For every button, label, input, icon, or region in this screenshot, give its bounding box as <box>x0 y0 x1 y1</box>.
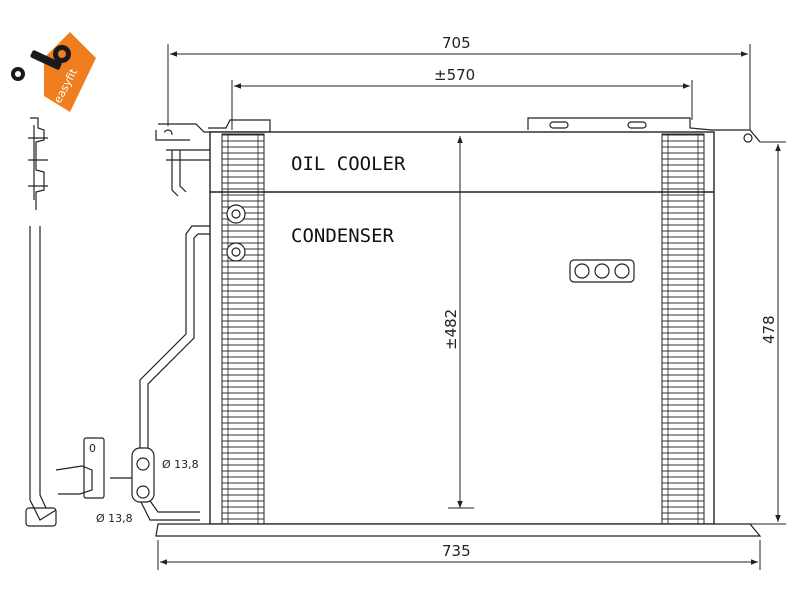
hole-spacing-dim: ±570 <box>434 66 475 84</box>
overall-width-dim: 705 <box>442 34 471 52</box>
left-tank <box>221 133 265 525</box>
fitting-icon <box>110 447 155 503</box>
fitting-marker: 0 <box>89 442 96 455</box>
core-height-dim: ±482 <box>442 309 460 350</box>
right-tank <box>661 133 705 525</box>
bottom-bracket <box>155 523 762 537</box>
bottom-width-dim: 735 <box>442 542 471 560</box>
dimension-lines <box>157 44 786 570</box>
condenser-label: CONDENSER <box>291 225 395 247</box>
wrench-icon <box>11 45 71 81</box>
overall-height-dim: 478 <box>760 315 778 344</box>
oil-cooler-label: OIL COOLER <box>291 153 406 175</box>
condenser-core <box>209 131 715 525</box>
pipe-diameter-lower: Ø 13,8 <box>96 512 133 525</box>
sensor-block <box>569 259 635 283</box>
brand-logo: easyfit <box>11 32 96 112</box>
side-view <box>25 117 105 527</box>
inlet-ports <box>226 204 246 262</box>
pipes <box>139 149 210 521</box>
pipe-diameter-upper: Ø 13,8 <box>162 458 199 471</box>
